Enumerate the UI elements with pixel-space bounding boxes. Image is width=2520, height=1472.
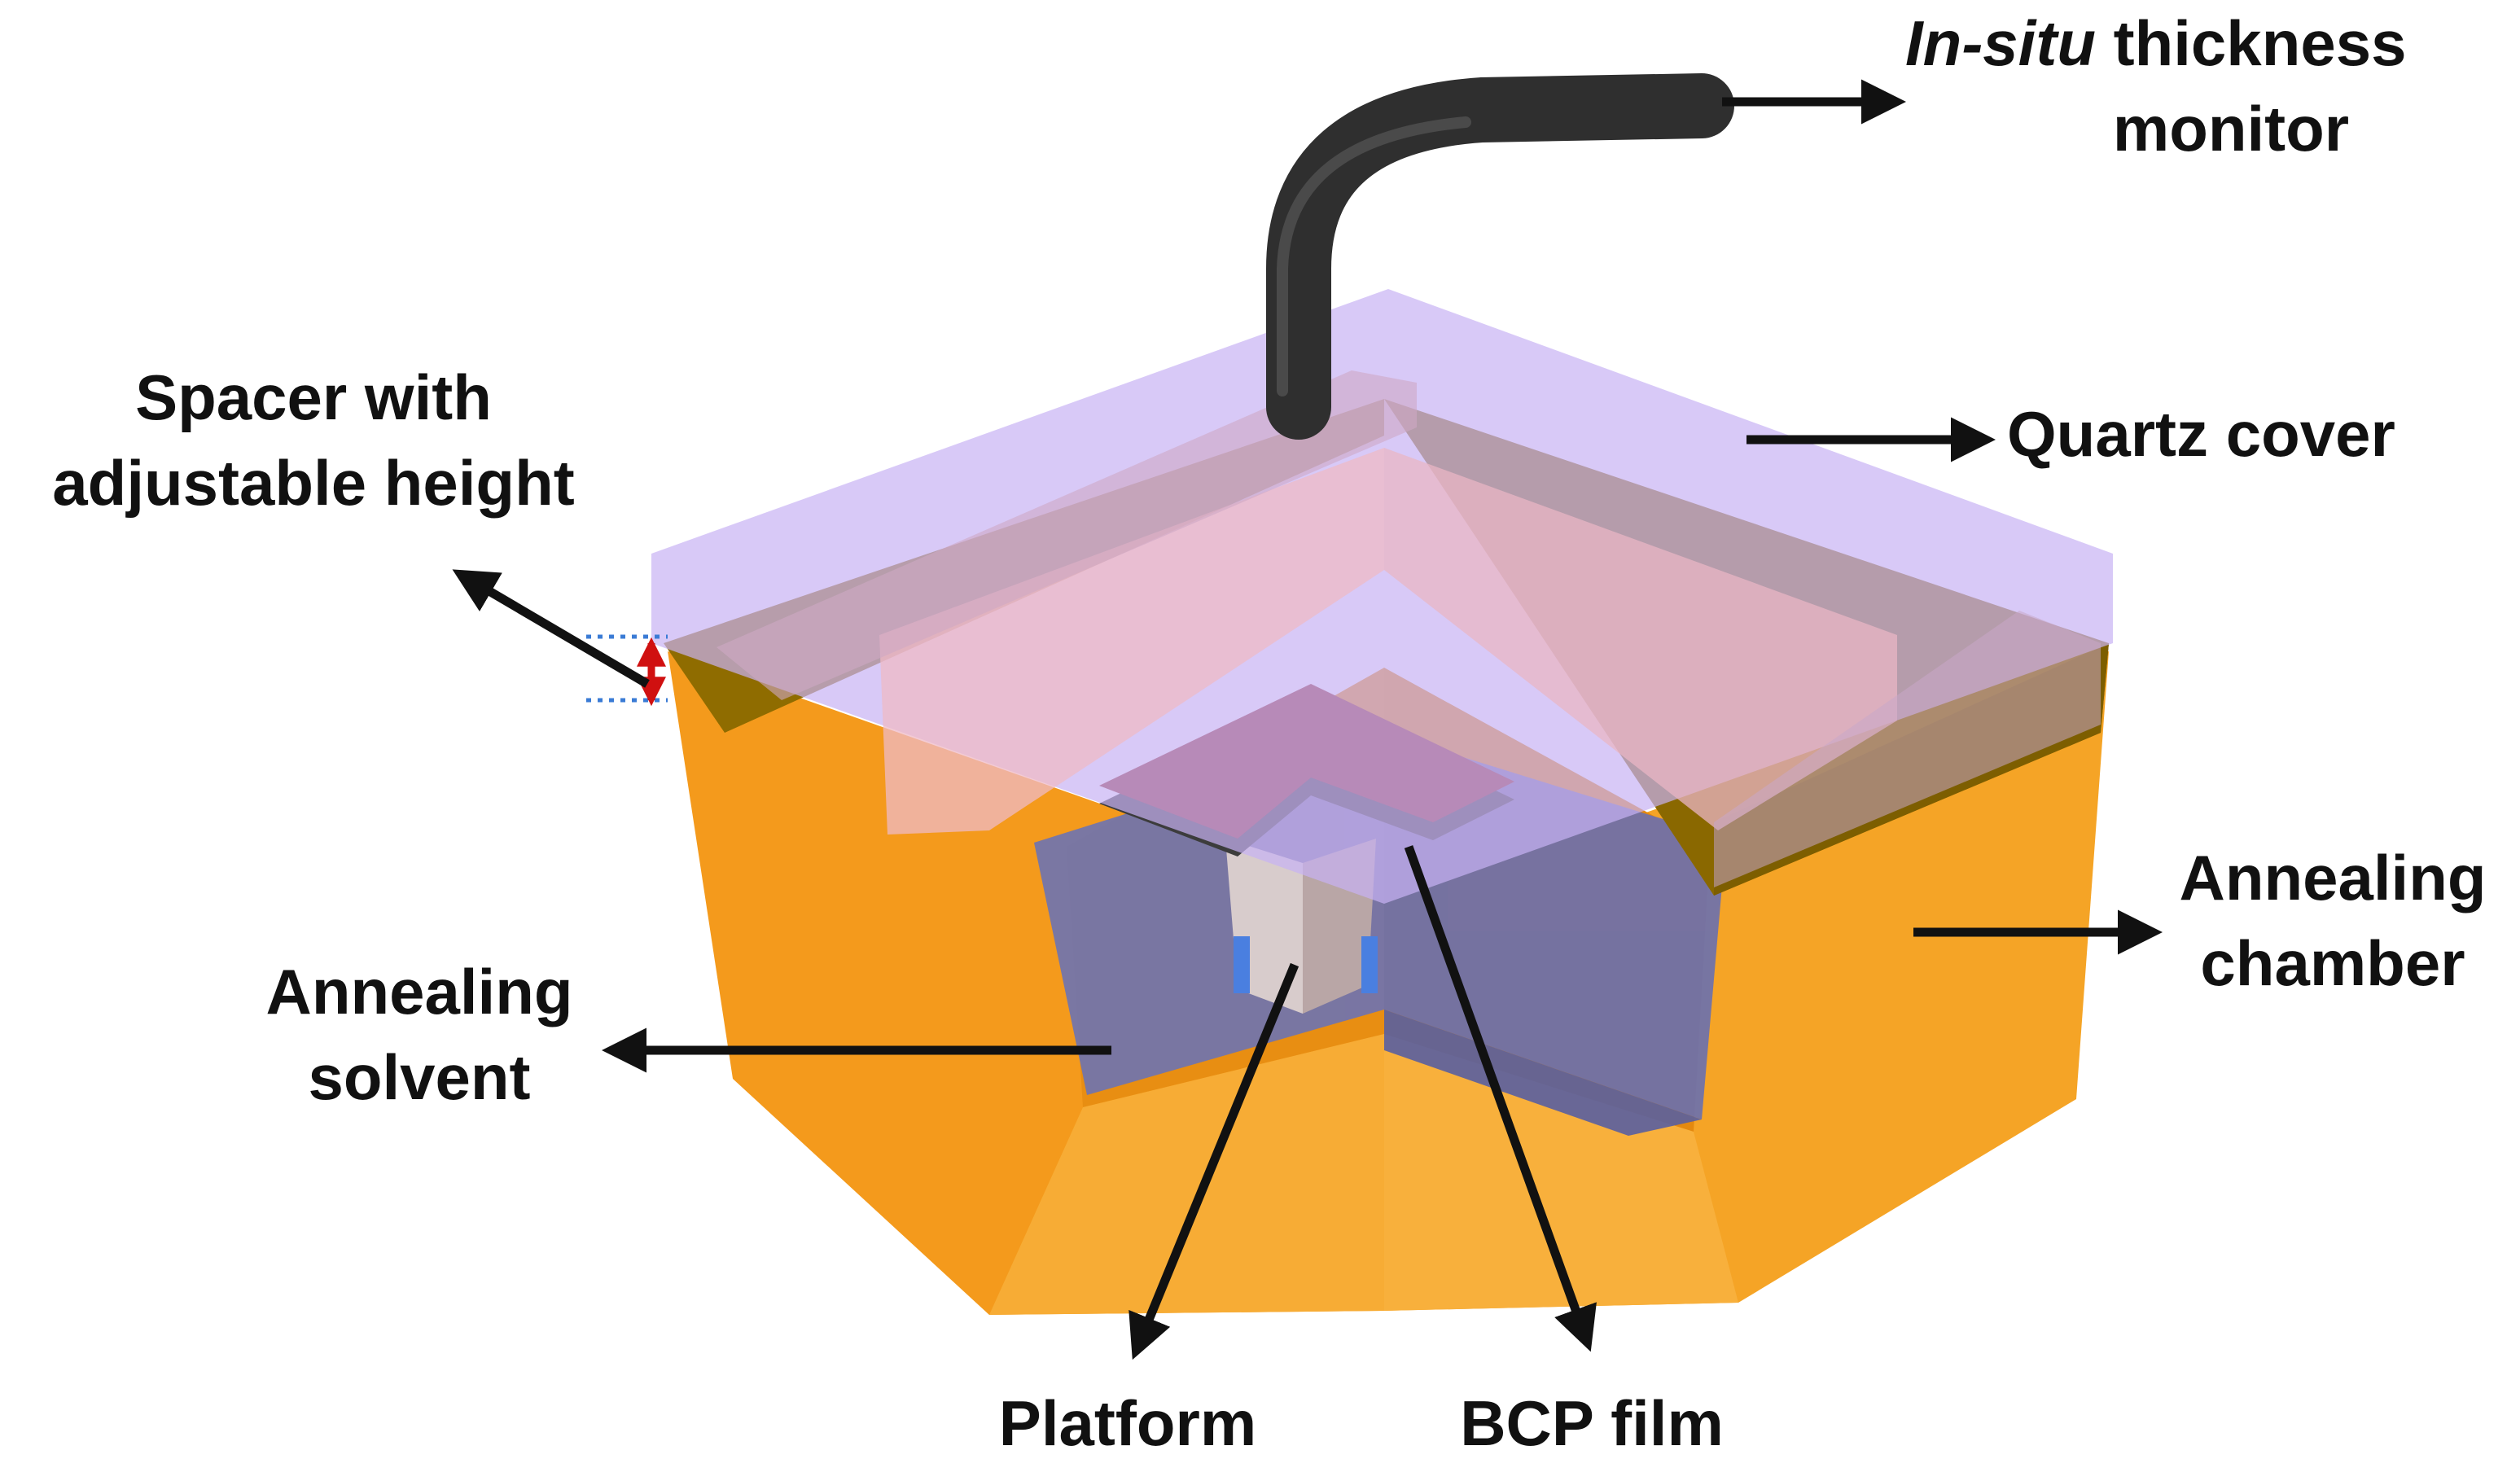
label-monitor-line2: monitor: [2113, 93, 2349, 164]
callout-arrows: [452, 79, 2163, 1360]
label-solvent-line2: solvent: [308, 1041, 530, 1113]
height-indicator: [586, 634, 668, 707]
quartz-inner-right: [1384, 448, 1897, 830]
chamber-cut-left: [989, 1034, 1384, 1315]
label-bcp: BCP film: [1460, 1387, 1724, 1459]
thickness-monitor-tube-highlight: [1277, 116, 1471, 396]
arrow-spacer: [452, 569, 650, 688]
label-monitor-italic: In-situ: [1905, 7, 2096, 79]
label-monitor-rest: thickness: [2096, 7, 2407, 79]
quartz-inner-left: [879, 448, 1384, 835]
label-platform: Platform: [999, 1387, 1256, 1459]
arrow-bcp: [1404, 845, 1597, 1352]
label-solvent-line1: Annealing: [265, 956, 572, 1027]
solvent-front: [1384, 1010, 1702, 1136]
label-spacer-line1: Spacer with: [135, 361, 492, 433]
label-monitor-line1: In-situ thickness: [1905, 7, 2406, 79]
quartz-rim-right: [1714, 611, 2101, 887]
platform-base-left: [1234, 936, 1250, 993]
quartz-rim-left: [717, 370, 1417, 700]
label-chamber-line2: chamber: [2200, 927, 2465, 999]
platform-base-right: [1361, 936, 1378, 993]
label-quartz: Quartz cover: [2007, 398, 2395, 470]
label-chamber-line1: Annealing: [2179, 842, 2486, 913]
chamber-cut-right: [1384, 1034, 1738, 1311]
arrow-platform: [1129, 962, 1299, 1360]
label-spacer-line2: adjustable height: [52, 447, 574, 519]
